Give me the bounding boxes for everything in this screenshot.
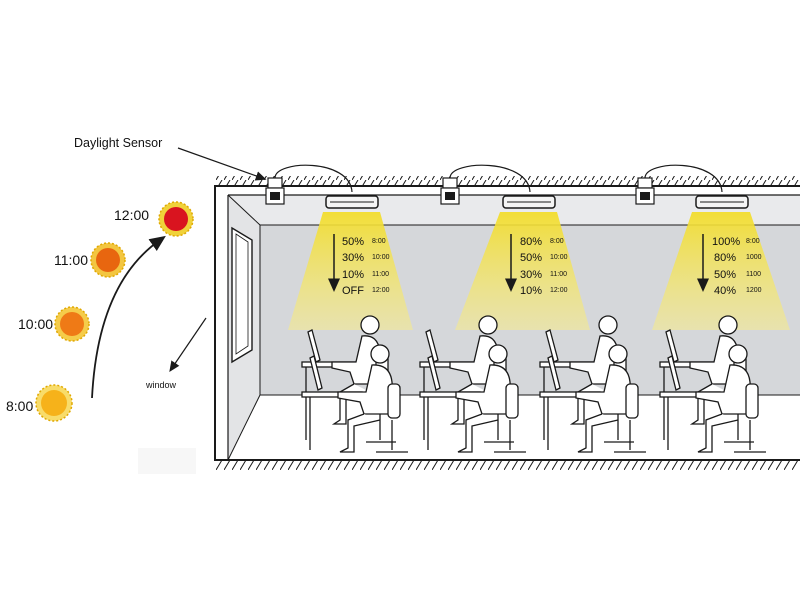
daylight-sensor-1 — [265, 164, 353, 205]
dimming-level: 80% — [714, 252, 737, 264]
dimming-arrows — [328, 234, 709, 292]
shadow-patch — [138, 448, 196, 474]
dimming-level: 50% — [520, 252, 543, 264]
light-beam-2 — [455, 212, 590, 330]
window-pointer-arrow — [169, 317, 207, 372]
workstation-group — [419, 315, 526, 453]
ceiling-light-1 — [325, 195, 379, 209]
light-beams — [288, 212, 790, 330]
dimming-time: 1000 — [746, 254, 762, 261]
sun-time-label: 10:00 — [18, 316, 54, 332]
workstation-group — [659, 315, 766, 453]
ceiling-light-2 — [502, 195, 556, 209]
dimming-level: 40% — [714, 285, 737, 297]
window — [231, 226, 253, 364]
dimming-level: 50% — [342, 236, 365, 248]
dimming-level: 100% — [712, 236, 741, 248]
fixtures — [325, 195, 749, 209]
sun-time-label: 12:00 — [114, 207, 150, 223]
sun-time-label: 8:00 — [6, 398, 34, 414]
dimming-time: 8:00 — [372, 238, 386, 245]
ceiling-light-3 — [695, 195, 749, 209]
sun-icon — [90, 242, 126, 278]
dimming-time: 10:00 — [372, 254, 390, 261]
dimming-level: 10% — [342, 269, 365, 281]
light-beam-1 — [288, 212, 413, 330]
dimming-time: 12:00 — [550, 287, 568, 294]
sun-time-label: 11:00 — [54, 252, 88, 268]
office-workers — [301, 315, 766, 453]
light-beam-3 — [652, 212, 790, 330]
daylight-sensor-3 — [635, 164, 723, 205]
dimming-time: 12:00 — [372, 287, 390, 294]
dimming-level: 30% — [342, 252, 365, 264]
dimming-time: 10:00 — [550, 254, 568, 261]
sun-icon — [35, 384, 73, 422]
workstation-group — [301, 315, 408, 453]
dimming-time: 1100 — [746, 271, 762, 278]
dimming-level: 30% — [520, 269, 543, 281]
dimming-time: 11:00 — [372, 271, 389, 278]
dimming-time: 1200 — [746, 287, 762, 294]
sun-icon — [54, 306, 90, 342]
dimming-level: OFF — [342, 285, 364, 297]
dimming-time: 11:00 — [550, 271, 567, 278]
daylight-sensor-2 — [440, 164, 531, 205]
dimming-time: 8:00 — [550, 238, 564, 245]
sun-icon — [158, 201, 194, 237]
annotation-arrows — [91, 147, 267, 399]
workstation-group — [539, 315, 646, 453]
roof-hatching — [215, 176, 800, 186]
dimming-level: 50% — [714, 269, 737, 281]
window-label: window — [146, 380, 177, 390]
sun-path-arrow — [91, 235, 166, 399]
daylight-sensor-label: Daylight Sensor — [74, 136, 163, 150]
dimming-time: 8:00 — [746, 238, 760, 245]
suns — [35, 201, 194, 422]
dimming-level: 10% — [520, 285, 543, 297]
dimming-level: 80% — [520, 236, 543, 248]
sensors — [265, 164, 723, 205]
sensor-pointer-arrow — [177, 147, 267, 181]
floor-hatching — [215, 460, 800, 470]
